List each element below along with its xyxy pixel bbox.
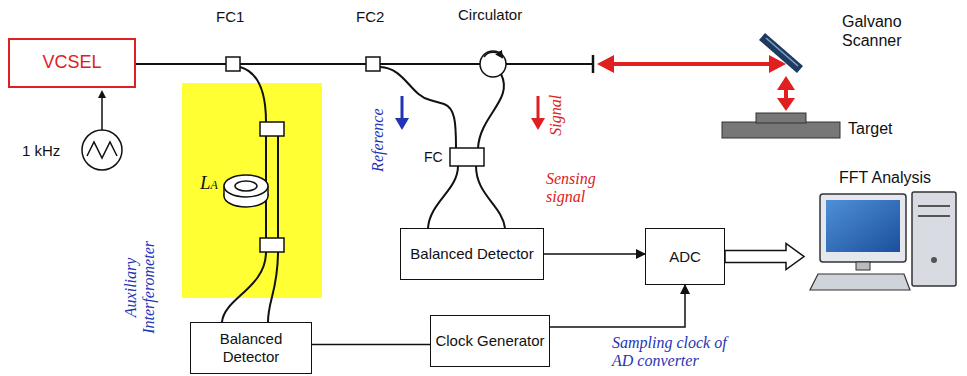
signal-line (312, 344, 430, 346)
part-label: FC2 (356, 8, 384, 26)
node-text: Balanced Detector (406, 245, 537, 263)
node-text: Clock Generator (431, 332, 548, 350)
rotated-label: Auxiliary Interferometer (122, 224, 159, 349)
coupler (260, 238, 284, 252)
detector-box: Balanced Detector (190, 322, 312, 374)
fiber-coil (224, 175, 268, 207)
reference-arrow (395, 96, 409, 130)
part-label: FC (424, 149, 443, 166)
part-label: FC1 (216, 8, 244, 26)
node-text: FFT Analysis (835, 168, 935, 187)
part-label: Target (848, 119, 892, 138)
analysis-computer: FFT Analysis (806, 168, 964, 290)
part-label: Galvano Scanner (842, 12, 937, 50)
coupler (366, 57, 380, 71)
adc-box: ADC (645, 228, 725, 285)
part-label: LA (200, 172, 218, 195)
data-arrow (725, 244, 804, 270)
node-text: ADC (665, 248, 705, 266)
signal-arrow (531, 96, 545, 130)
rotated-label: Signal (547, 95, 565, 136)
node-text: Balanced Detector (191, 330, 311, 366)
part-label: Circulator (458, 6, 522, 24)
target (722, 113, 840, 138)
signal-line (544, 253, 645, 255)
signal-label: Sampling clock of AD converter (612, 334, 740, 371)
clock-box: Clock Generator (430, 315, 550, 367)
part-label: 1 kHz (22, 142, 60, 160)
optical-fiber (136, 55, 593, 322)
detector-box: Balanced Detector (400, 228, 544, 280)
node-text: VCSEL (38, 52, 105, 74)
coupler (260, 122, 284, 136)
galvano-mirror (759, 33, 803, 73)
aux-region (182, 83, 322, 298)
signal-label: Sensing signal (546, 170, 626, 207)
signal-line (550, 285, 685, 327)
laser-source-box: VCSEL (8, 38, 136, 88)
function-generator (82, 92, 122, 170)
coupler (450, 148, 484, 166)
coupler (226, 57, 240, 71)
circulator (480, 51, 506, 77)
laser-beam (597, 55, 795, 111)
computer-icon (740, 192, 956, 290)
rotated-label: Reference (369, 109, 387, 172)
